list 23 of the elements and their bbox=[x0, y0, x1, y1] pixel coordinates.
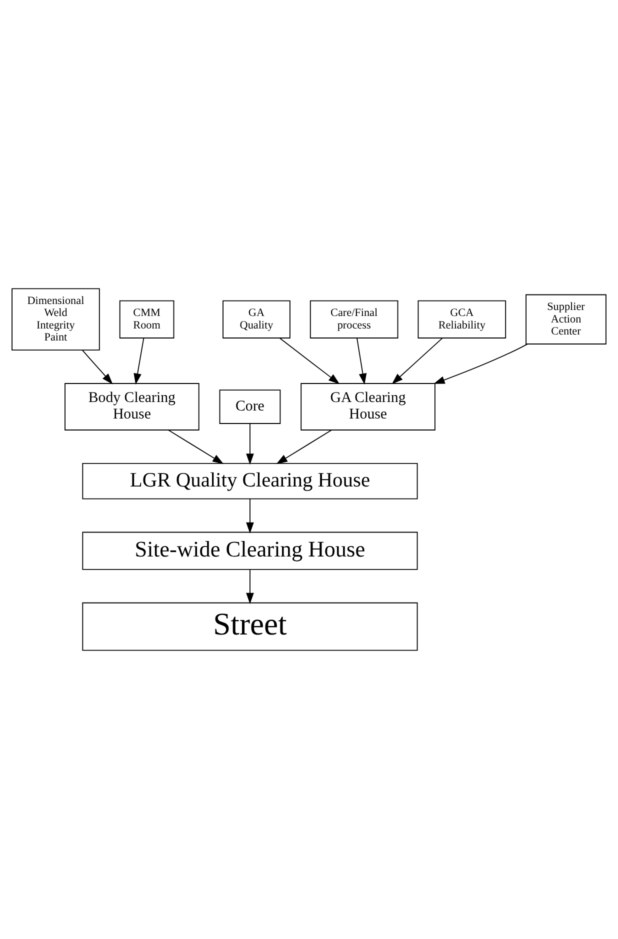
arrow bbox=[82, 350, 113, 384]
node-box: Dimensional Weld Integrity Paint bbox=[12, 288, 100, 351]
arrow bbox=[356, 338, 367, 385]
node-box: Care/Final process bbox=[310, 300, 398, 338]
arrow bbox=[134, 338, 144, 385]
node-box: LGR Quality Clearing House bbox=[82, 463, 418, 500]
node-box: Supplier Action Center bbox=[526, 294, 606, 344]
node-box: Body Clearing House bbox=[64, 383, 200, 430]
arrow bbox=[276, 430, 332, 464]
arrow bbox=[246, 423, 254, 465]
node-box: Core bbox=[219, 390, 281, 424]
node-box: Street bbox=[82, 602, 418, 651]
node-box: CMM Room bbox=[119, 300, 174, 338]
node-box: GA Clearing House bbox=[300, 383, 436, 430]
arrow bbox=[168, 430, 224, 464]
arrow bbox=[434, 344, 528, 384]
node-box: Site-wide Clearing House bbox=[82, 532, 418, 570]
node-box: GCA Reliability bbox=[418, 300, 506, 338]
arrow bbox=[279, 338, 340, 384]
arrow bbox=[246, 569, 254, 604]
arrow bbox=[246, 498, 254, 534]
node-box: GA Quality bbox=[222, 300, 290, 338]
arrow bbox=[392, 338, 443, 384]
